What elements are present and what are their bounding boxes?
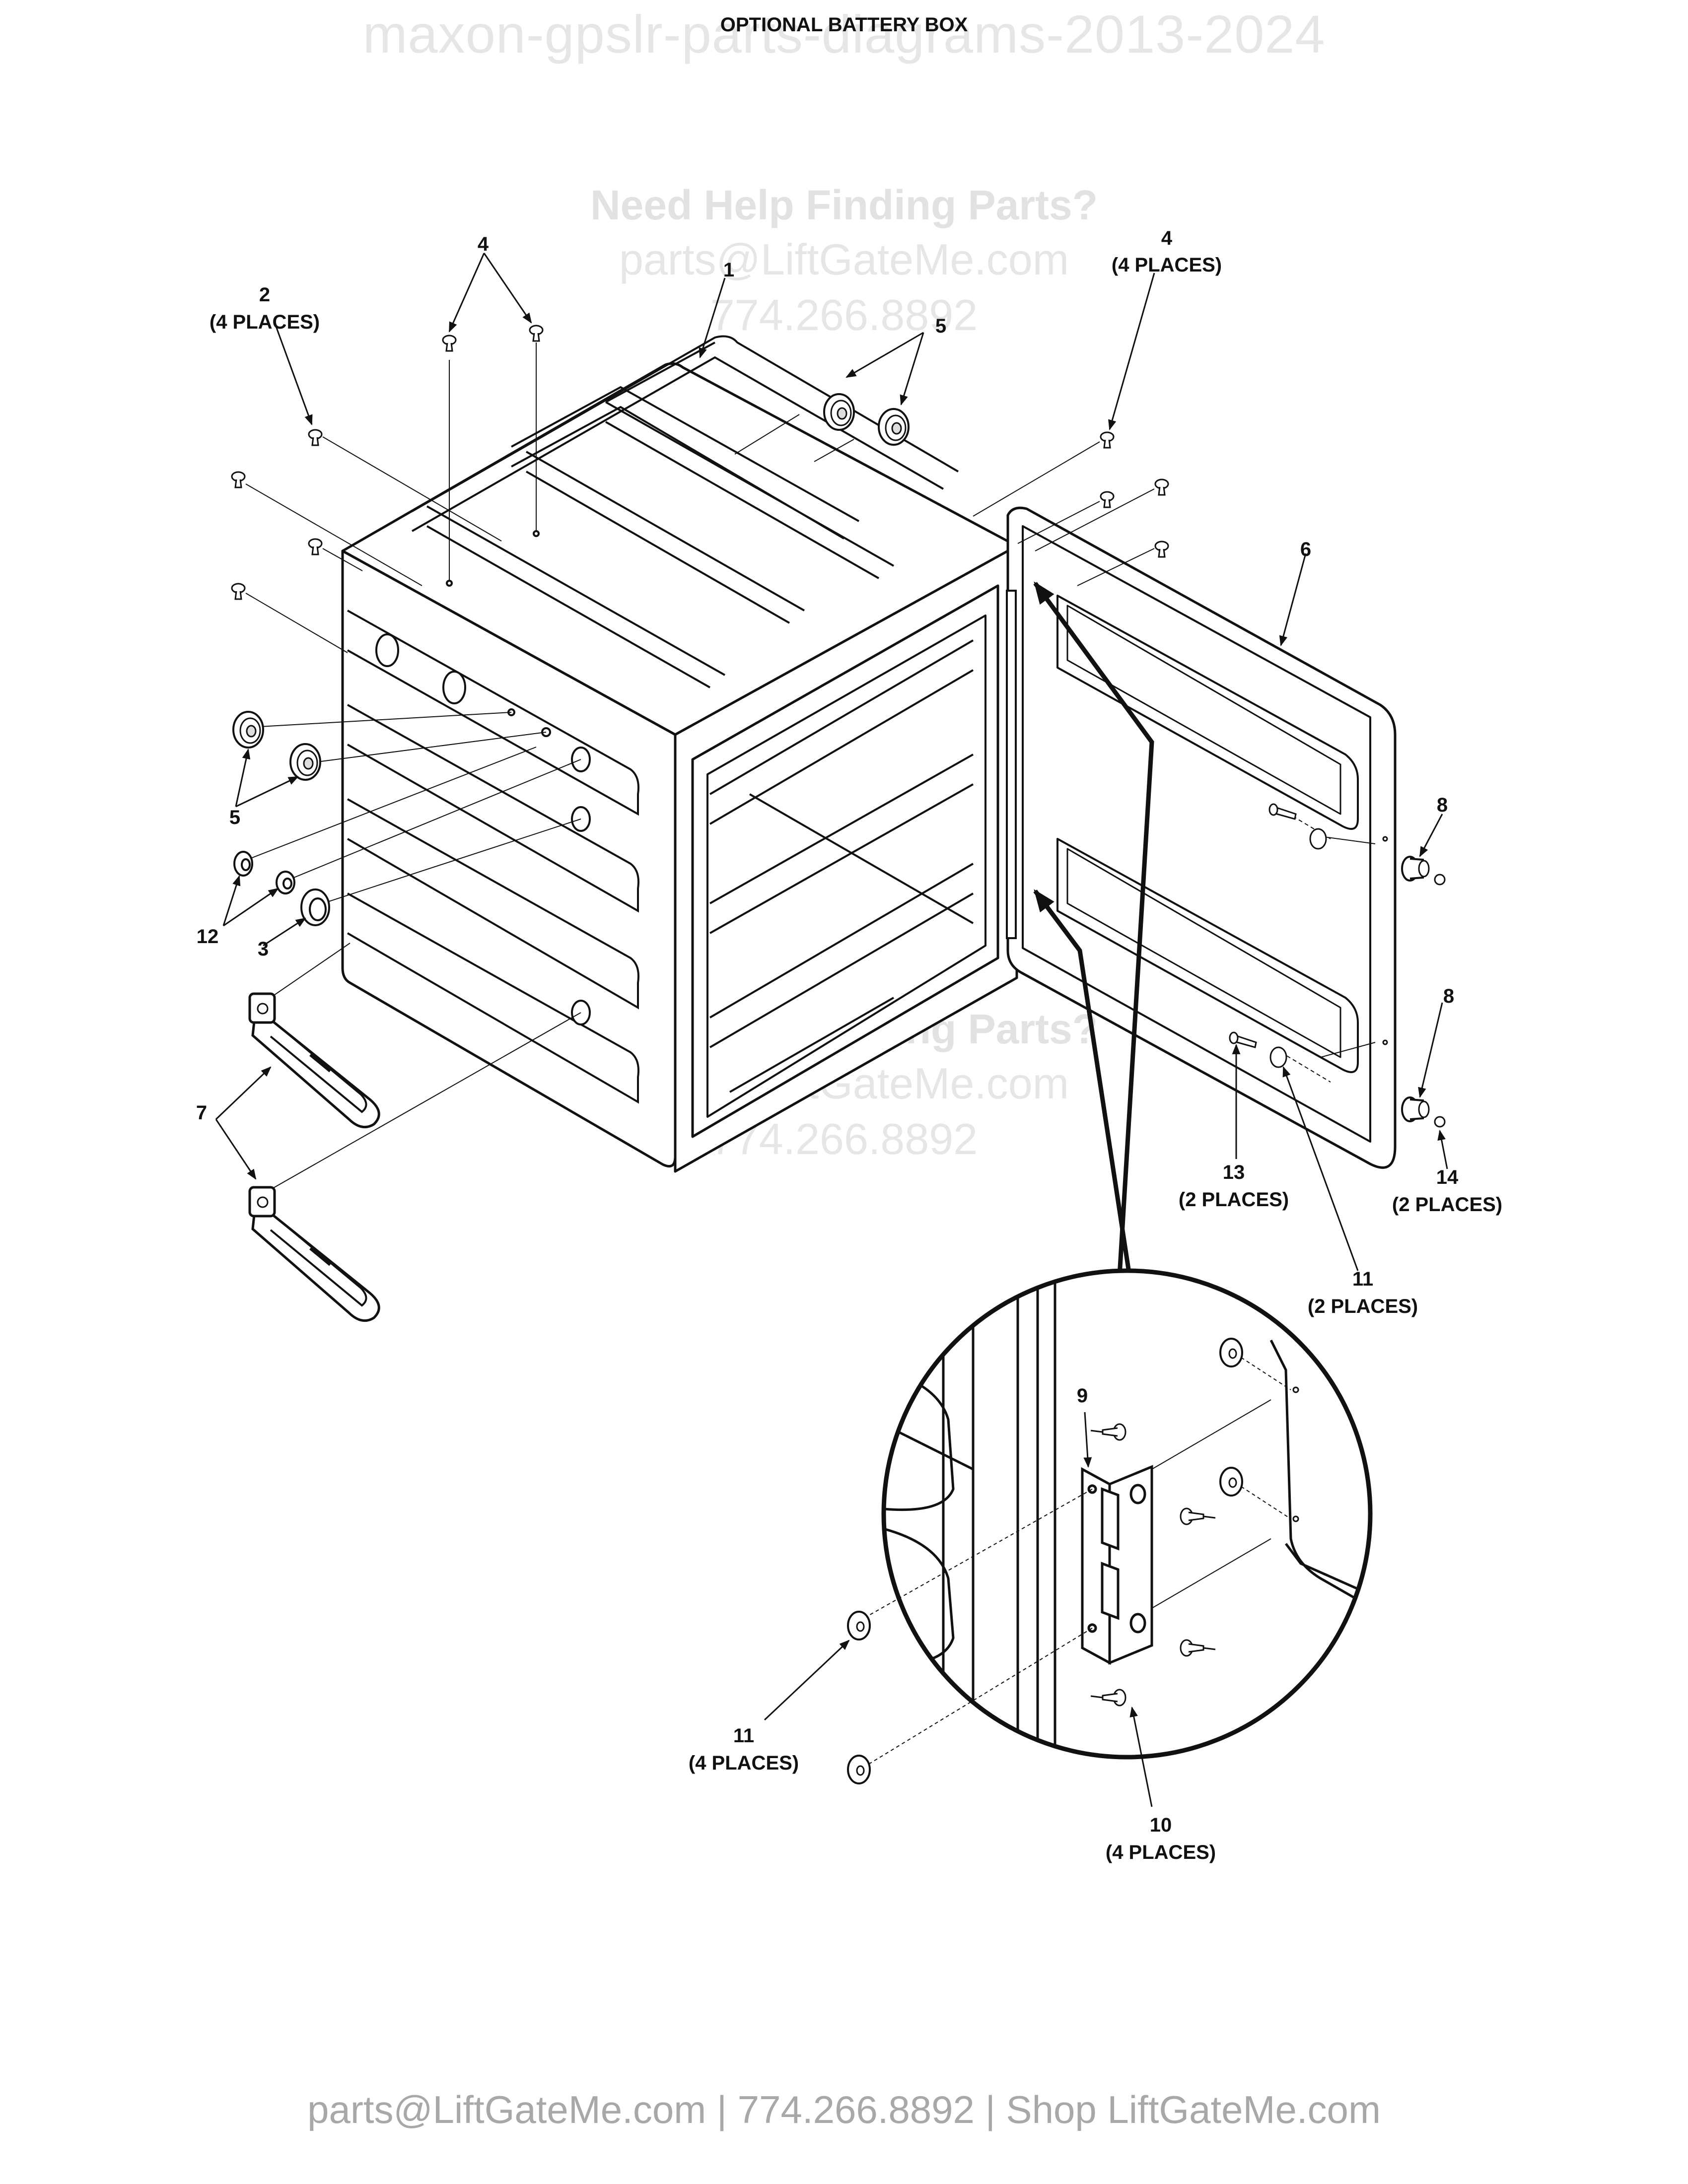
callout-7: 7: [196, 1102, 207, 1124]
screw-part-4: [1154, 541, 1169, 558]
screw-part-4: [1154, 478, 1169, 496]
latch-strap-part-7: [250, 994, 379, 1127]
page-title: OPTIONAL BATTERY BOX: [720, 14, 968, 36]
screw-part-2: [308, 429, 323, 446]
latch-straps: [250, 994, 379, 1321]
door-hardware: [1229, 803, 1446, 1128]
screw-part-4: [442, 335, 457, 352]
exploded-leader-lines: [243, 342, 1376, 1194]
watermark-block-upper: Need Help Finding Parts? parts@LiftGateM…: [0, 181, 1688, 341]
callout-13: 13: [1223, 1161, 1245, 1183]
nut-part-14: [1434, 874, 1446, 886]
washer-part-11: [847, 1755, 871, 1784]
screw-part-2: [308, 538, 323, 555]
callout-14-qty: (2 PLACES): [1392, 1194, 1502, 1216]
callout-11-door-qty: (2 PLACES): [1308, 1296, 1418, 1317]
footer-contact: parts@LiftGateMe.com | 774.266.8892 | Sh…: [307, 2088, 1381, 2131]
callout-5-top: 5: [935, 315, 946, 337]
callout-5-left: 5: [229, 807, 240, 828]
washer-part-11: [1309, 828, 1327, 850]
callout-2-qty: (4 PLACES): [210, 311, 320, 333]
bushings: [233, 851, 330, 926]
callout-labels: 1 2 (4 PLACES) 4 4 (4 PLACES) 5 5 6 8 8 …: [196, 227, 1502, 1863]
callout-arrows: [215, 253, 1448, 1807]
screw-part-4: [529, 325, 544, 342]
callout-3: 3: [258, 938, 269, 960]
callout-10-qty: (4 PLACES): [1106, 1842, 1216, 1863]
callout-13-qty: (2 PLACES): [1179, 1189, 1289, 1211]
callout-10: 10: [1150, 1814, 1172, 1836]
grommet-part-5: [232, 711, 264, 749]
grommet-part-5: [289, 743, 321, 781]
knob-part-8: [1401, 856, 1430, 882]
detail-external-washers: [847, 1611, 871, 1784]
battery-box-body: [341, 362, 1018, 1173]
hinge-part-9: [1081, 1465, 1153, 1665]
knob-part-8: [1401, 1096, 1430, 1122]
callout-8-top: 8: [1437, 794, 1448, 816]
callout-14: 14: [1436, 1166, 1459, 1188]
side-ribs: [347, 610, 639, 1104]
callout-4-right-qty: (4 PLACES): [1112, 254, 1222, 276]
interior-ribs: [709, 639, 974, 1093]
screw-part-2: [231, 583, 246, 600]
grommet-part-5: [823, 393, 855, 431]
battery-box-door: [1006, 506, 1397, 1169]
callout-4-left: 4: [478, 233, 489, 255]
callout-1: 1: [723, 259, 734, 281]
grommet-part-5: [878, 408, 910, 446]
washer-part-11: [1219, 1338, 1243, 1367]
callout-9: 9: [1077, 1385, 1088, 1407]
callout-8-bottom: 8: [1443, 985, 1454, 1007]
watermark-email: parts@LiftGateMe.com: [619, 235, 1069, 284]
callout-11-detail: 11: [733, 1725, 754, 1747]
callout-11-detail-qty: (4 PLACES): [689, 1752, 799, 1774]
callout-12: 12: [197, 926, 219, 948]
callout-6: 6: [1300, 539, 1311, 560]
callout-2: 2: [259, 284, 270, 306]
top-ribs: [412, 335, 959, 688]
watermark-top: maxon-gpslr-parts-diagrams-2013-2024: [362, 4, 1326, 64]
washer-part-11: [847, 1611, 871, 1640]
screw-part-4: [1100, 491, 1115, 508]
nut-part-14: [1434, 1116, 1446, 1128]
hinge-detail-view: [863, 1268, 1373, 1768]
watermark-phone: 774.266.8892: [710, 290, 978, 340]
screw-part-2: [231, 471, 246, 488]
latch-strap-part-7: [250, 1187, 379, 1321]
detail-callout-arrows: [1033, 581, 1154, 1276]
callout-4-right: 4: [1161, 227, 1173, 249]
hinge-strip: [1006, 590, 1017, 939]
washer-part-11: [1219, 1467, 1243, 1497]
callout-11-door: 11: [1352, 1268, 1373, 1290]
washer-part-11: [1269, 1046, 1287, 1068]
side-holes: [375, 530, 591, 1025]
watermark-help: Need Help Finding Parts?: [590, 182, 1098, 228]
screw-part-4: [1100, 431, 1115, 449]
